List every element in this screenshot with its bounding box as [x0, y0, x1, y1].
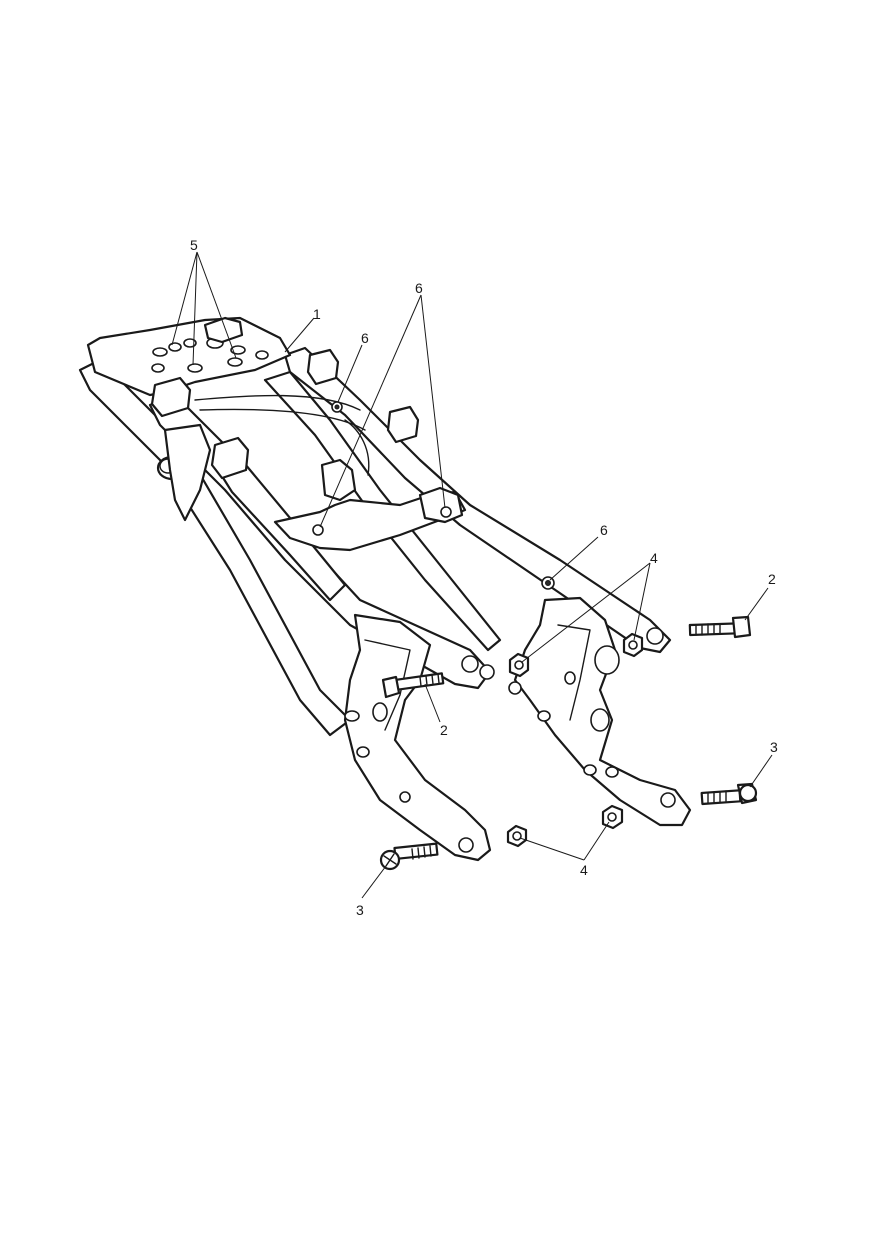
right-hanger-eye — [660, 792, 676, 808]
left-hanger-eye — [458, 837, 474, 853]
plate-hole — [151, 363, 165, 373]
nut-4 — [506, 824, 528, 848]
rear-subframe — [78, 316, 672, 737]
right-hanger-hole — [583, 764, 597, 776]
leader-line — [319, 294, 422, 528]
bolt-thread — [707, 790, 727, 804]
plate-hole — [227, 357, 243, 367]
callout-6: 6 — [361, 330, 369, 346]
callout-6: 6 — [600, 522, 608, 538]
left-mount-tab — [210, 436, 250, 480]
left-hanger-hole — [372, 702, 388, 722]
leader-line — [420, 294, 446, 509]
leader-line — [424, 683, 441, 723]
leader-lines — [171, 251, 773, 899]
left-hanger-hole — [344, 710, 360, 722]
left-rail-eye — [461, 655, 479, 673]
right-cross-tab — [418, 486, 464, 524]
bolt-3-right — [700, 782, 758, 806]
leader-line — [521, 562, 651, 663]
callouts: 5 6 1 6 6 4 2 2 3 4 3 — [190, 237, 778, 918]
rivet-center — [334, 404, 340, 410]
center-upright — [320, 458, 357, 502]
rivet-hole — [440, 506, 452, 518]
left-hanger-edge — [364, 639, 411, 731]
callout-2: 2 — [768, 571, 776, 587]
plate-block — [203, 316, 244, 344]
callout-3: 3 — [770, 739, 778, 755]
nut-4 — [508, 652, 530, 678]
callout-3: 3 — [356, 902, 364, 918]
inner-curve — [199, 408, 366, 431]
bolt-3-left — [379, 842, 439, 871]
leader-line — [361, 865, 387, 899]
right-hanger-edge — [557, 624, 591, 721]
nut-bore — [628, 640, 638, 650]
callout-4: 4 — [580, 862, 588, 878]
left-hanger-hole — [399, 791, 411, 803]
left-inner-rail — [213, 456, 347, 602]
right-hanger-hole — [508, 681, 522, 695]
bolt-flange — [738, 783, 758, 803]
leader-line — [171, 251, 198, 346]
bolt-2-right — [688, 615, 752, 639]
nut-bore — [512, 831, 522, 841]
left-side-gusset — [163, 423, 212, 522]
left-rail-eye — [479, 664, 495, 680]
plate-hole — [230, 345, 246, 355]
plate-hole — [187, 363, 203, 373]
right-rail-eye — [646, 627, 664, 645]
callout-1: 1 — [313, 306, 321, 322]
inner-curve — [194, 394, 361, 411]
leader-line — [337, 344, 363, 403]
callout-4: 4 — [650, 550, 658, 566]
callout-2: 2 — [440, 722, 448, 738]
rivet-center — [545, 580, 551, 586]
bolt-head — [731, 615, 752, 639]
plate-hole — [255, 350, 269, 360]
right-mount-tab — [386, 405, 420, 444]
leader-line — [633, 562, 651, 641]
nut-4 — [601, 804, 624, 830]
leader-line — [519, 837, 585, 861]
leader-line — [549, 536, 599, 581]
left-hanger-hole — [356, 746, 370, 758]
right-hanger-hole — [537, 710, 551, 722]
bolt-thread — [419, 673, 440, 687]
left-mount-tab — [150, 376, 192, 418]
right-hanger-cutout — [594, 645, 620, 675]
bolt-head — [381, 675, 401, 699]
right-mount-tab — [306, 348, 340, 386]
bolt-2-left — [381, 672, 445, 699]
plate-hole — [168, 342, 182, 352]
leader-line — [284, 317, 315, 353]
right-hanger-bracket — [508, 596, 692, 827]
right-hanger-cutout — [590, 708, 610, 732]
nut-4 — [622, 632, 644, 658]
rivet-hole — [312, 524, 324, 536]
right-hanger-hole — [605, 766, 619, 778]
right-hanger-hole — [564, 671, 576, 685]
plate-hole — [183, 338, 197, 348]
nut-bore — [514, 660, 524, 670]
torx-head — [383, 853, 397, 867]
bolt-thread — [411, 845, 432, 860]
leader-line — [749, 754, 773, 788]
callout-5: 5 — [190, 237, 198, 253]
nut-bore — [607, 812, 617, 822]
leader-line — [583, 821, 610, 861]
leader-line — [192, 251, 198, 366]
bolt-thread — [695, 623, 721, 636]
leader-line — [744, 587, 769, 621]
leader-line — [196, 251, 237, 359]
rear-top-plate — [86, 316, 292, 397]
plate-hole — [152, 347, 168, 357]
callout-5: 6 — [415, 280, 423, 296]
